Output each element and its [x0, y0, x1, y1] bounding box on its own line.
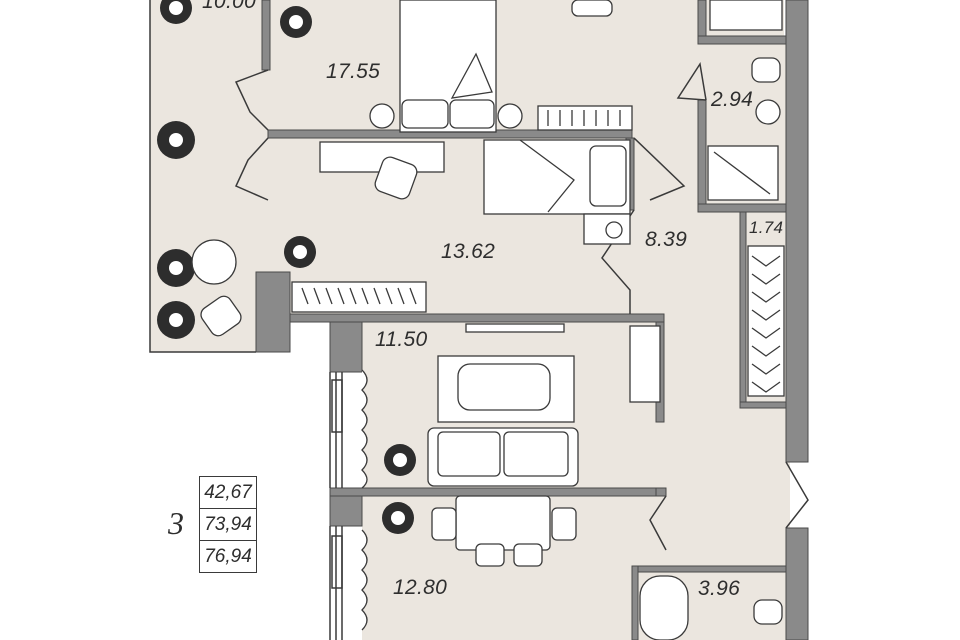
plant-icon — [157, 121, 195, 159]
bath-door — [676, 61, 707, 101]
walls — [255, 0, 809, 640]
area-wardrobe: 1.74 — [749, 218, 784, 237]
nightstand-lamp — [497, 103, 523, 129]
wall-kitchen-left — [329, 495, 363, 527]
dining-chair — [431, 507, 457, 541]
wardrobe-hall-marks — [751, 255, 781, 393]
toilet — [751, 57, 781, 83]
area-bedroom-second: 13.62 — [441, 240, 496, 263]
wall-outer-right-top — [785, 0, 809, 463]
area-bedroom: 17.55 — [326, 60, 381, 83]
nightstand-lamp — [369, 103, 395, 129]
kitchen-door — [649, 495, 667, 551]
area-bathroom-top: 2.94 — [711, 88, 754, 111]
kitchen-curtain — [361, 529, 368, 631]
dining-chair — [475, 543, 505, 567]
kitchen-window-frame-2 — [331, 535, 343, 589]
plant-icon — [160, 0, 192, 24]
toilet-bottom — [753, 599, 783, 625]
plant-icon — [284, 236, 316, 268]
area-kitchen: 12.80 — [393, 576, 448, 599]
wall-wardrobe-bottom — [739, 401, 787, 409]
dining-chair — [551, 507, 577, 541]
shower-diagonal — [713, 151, 771, 195]
kitchen-window-frame-1 — [331, 379, 343, 433]
wall-loggia-right-top — [261, 0, 271, 71]
plant-icon — [280, 6, 312, 38]
loggia-door-2 — [234, 137, 269, 201]
wall-living-left — [329, 321, 363, 373]
loggia-outline — [149, 0, 256, 353]
sink — [755, 99, 781, 125]
wall-wardrobe-left — [739, 211, 747, 409]
wall-outer-right-bottom — [785, 527, 809, 640]
bedroom-chair — [571, 0, 613, 17]
entrance-door — [785, 461, 809, 529]
bed-blanket — [450, 52, 493, 99]
plant-icon — [382, 502, 414, 534]
wardrobe-bedroom — [291, 281, 427, 313]
wall-bath-top-mid — [697, 35, 787, 45]
wardrobe-bedroom-marks — [301, 287, 417, 305]
desk-chair — [374, 156, 418, 200]
area-loggia: 10.00 — [202, 0, 257, 13]
plant-icon — [157, 301, 195, 339]
wall-bath-bottom-top — [631, 565, 787, 573]
loggia-floor — [150, 0, 268, 352]
wall-bedroom-second-bottom — [289, 313, 665, 323]
summary-living-area: 42,67 — [199, 476, 257, 508]
wall-loggia-right-bottom — [255, 271, 291, 353]
bathtub — [639, 575, 689, 640]
washer-drum — [605, 221, 623, 239]
bed-pillow-1 — [401, 99, 449, 129]
area-summary-table: 42,67 73,94 76,94 — [199, 476, 257, 573]
hall-door-2 — [633, 137, 686, 201]
wall-living-kitchen — [329, 487, 665, 497]
dining-table — [455, 495, 551, 551]
coffee-table — [457, 363, 551, 411]
top-wc-cabinet — [709, 0, 783, 31]
bedroom-shelf-marks — [547, 110, 621, 126]
loggia-chair — [200, 295, 242, 337]
sofa-cushion-1 — [437, 431, 501, 477]
rooms-count: 3 — [168, 505, 184, 541]
summary-total-area: 73,94 — [199, 508, 257, 540]
loggia-door — [234, 69, 269, 131]
dining-chair — [513, 543, 543, 567]
single-bed-pillow — [589, 145, 627, 207]
loggia-table — [191, 239, 237, 285]
bed-pillow-2 — [449, 99, 495, 129]
plant-icon — [157, 249, 195, 287]
single-bed-blanket — [519, 139, 575, 213]
area-bathroom-bottom: 3.96 — [698, 577, 741, 600]
area-living-room: 11.50 — [375, 328, 428, 351]
curtain — [361, 369, 368, 489]
tv-stand — [465, 323, 565, 333]
hall-cabinet — [629, 325, 661, 403]
sofa-cushion-2 — [503, 431, 569, 477]
wall-bath-top-left2 — [697, 99, 707, 207]
furniture — [157, 0, 785, 640]
plant-icon — [384, 444, 416, 476]
area-hall: 8.39 — [645, 228, 688, 251]
bedroom-shelf — [537, 105, 633, 131]
wardrobe-hall — [747, 245, 785, 397]
wall-hall-kitchen — [655, 487, 667, 497]
summary-area-with-balcony: 76,94 — [199, 540, 257, 573]
wall-bath-bottom-left — [631, 565, 639, 640]
wall-bath-top-left — [697, 0, 707, 41]
wall-bath-top-bottom — [697, 203, 787, 213]
